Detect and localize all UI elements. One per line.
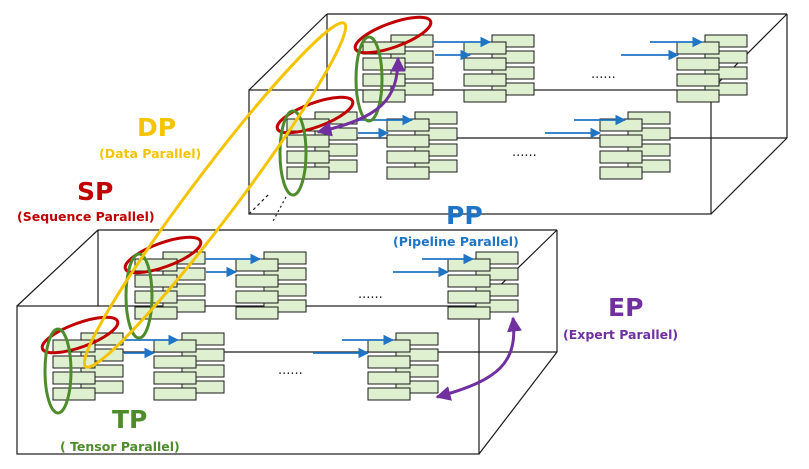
block [235, 258, 279, 272]
device-stack-10 [153, 332, 225, 401]
sp-ellipse-lower-back [123, 235, 203, 275]
device-stack-8 [447, 251, 519, 320]
block [463, 73, 507, 87]
dp-full-label: (Data Parallel) [99, 146, 202, 161]
block [235, 290, 279, 304]
block [367, 387, 411, 401]
sequence-parallel-ellipses [40, 15, 433, 355]
ep-label: EP [608, 293, 644, 322]
block [599, 166, 643, 180]
tp-ellipse-lower-front [43, 327, 73, 415]
block [447, 306, 491, 320]
block [153, 387, 197, 401]
device-stack-11 [367, 332, 439, 401]
block [676, 73, 720, 87]
block [153, 371, 197, 385]
tp-ellipse-lower-back [124, 252, 154, 340]
block [134, 306, 178, 320]
ep-full-label: (Expert Parallel) [563, 327, 679, 342]
device-stack-4 [386, 111, 458, 180]
block [386, 134, 430, 148]
sp-ellipse-lower-front [40, 315, 120, 355]
device-stack-2 [676, 34, 748, 103]
block [52, 387, 96, 401]
block [362, 89, 406, 103]
block [599, 134, 643, 148]
block [134, 290, 178, 304]
ellipsis-upper-back: ...... [591, 67, 616, 82]
block [676, 57, 720, 71]
block [134, 274, 178, 288]
ep-arrow-lower [435, 316, 522, 401]
device-stacks [52, 34, 748, 401]
box-connector [271, 196, 287, 224]
block [286, 134, 330, 148]
ep-arrow-upper [316, 56, 406, 137]
ellipsis-upper-front: ...... [512, 145, 537, 160]
expert-parallel-arrows [316, 56, 522, 401]
block [447, 258, 491, 272]
device-stack-1 [463, 34, 535, 103]
tp-full-label: ( Tensor Parallel) [60, 439, 180, 454]
device-stack-5 [599, 111, 671, 180]
block [153, 355, 197, 369]
sp-label: SP [77, 177, 114, 206]
block [386, 150, 430, 164]
block [599, 150, 643, 164]
ellipsis-lower-front: ...... [278, 363, 303, 378]
block [235, 274, 279, 288]
block [386, 166, 430, 180]
block [463, 57, 507, 71]
block [676, 89, 720, 103]
device-stack-3 [286, 111, 358, 180]
block [463, 89, 507, 103]
block [286, 150, 330, 164]
device-stack-7 [235, 251, 307, 320]
dp-label: DP [137, 113, 177, 142]
block [367, 371, 411, 385]
pp-label: PP [446, 201, 483, 230]
tp-label: TP [112, 405, 148, 434]
block [286, 166, 330, 180]
block [367, 355, 411, 369]
block [52, 339, 96, 353]
block [447, 290, 491, 304]
block [463, 41, 507, 55]
block [235, 306, 279, 320]
ellipsis-lower-back: ...... [358, 287, 383, 302]
tp-ellipse-upper-front [278, 109, 308, 197]
sp-full-label: (Sequence Parallel) [17, 209, 155, 224]
data-parallel-ellipse [82, 21, 348, 369]
block [153, 339, 197, 353]
sp-ellipse-upper-back [353, 15, 433, 55]
block [362, 73, 406, 87]
block [676, 41, 720, 55]
pp-full-label: (Pipeline Parallel) [393, 234, 519, 249]
block [447, 274, 491, 288]
block [367, 339, 411, 353]
block [52, 371, 96, 385]
